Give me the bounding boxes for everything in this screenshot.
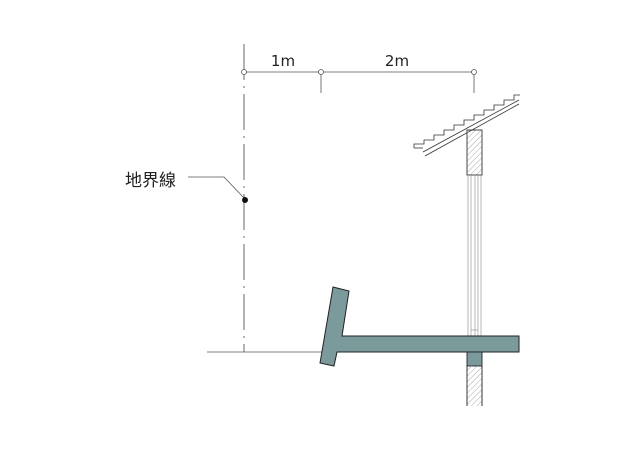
dimension-label-1m: 1m [271, 52, 295, 70]
dimension-label-2m: 2m [385, 52, 409, 70]
dimension-line [241, 69, 477, 93]
upper-column [466, 129, 483, 176]
floor-slab [319, 286, 520, 367]
boundary-annotation-label: 地界線 [125, 171, 176, 191]
leader-line [188, 176, 246, 200]
window [467, 175, 482, 336]
lower-column-top [466, 351, 483, 367]
boundary-point-dot [242, 197, 248, 203]
lower-column [467, 366, 482, 406]
